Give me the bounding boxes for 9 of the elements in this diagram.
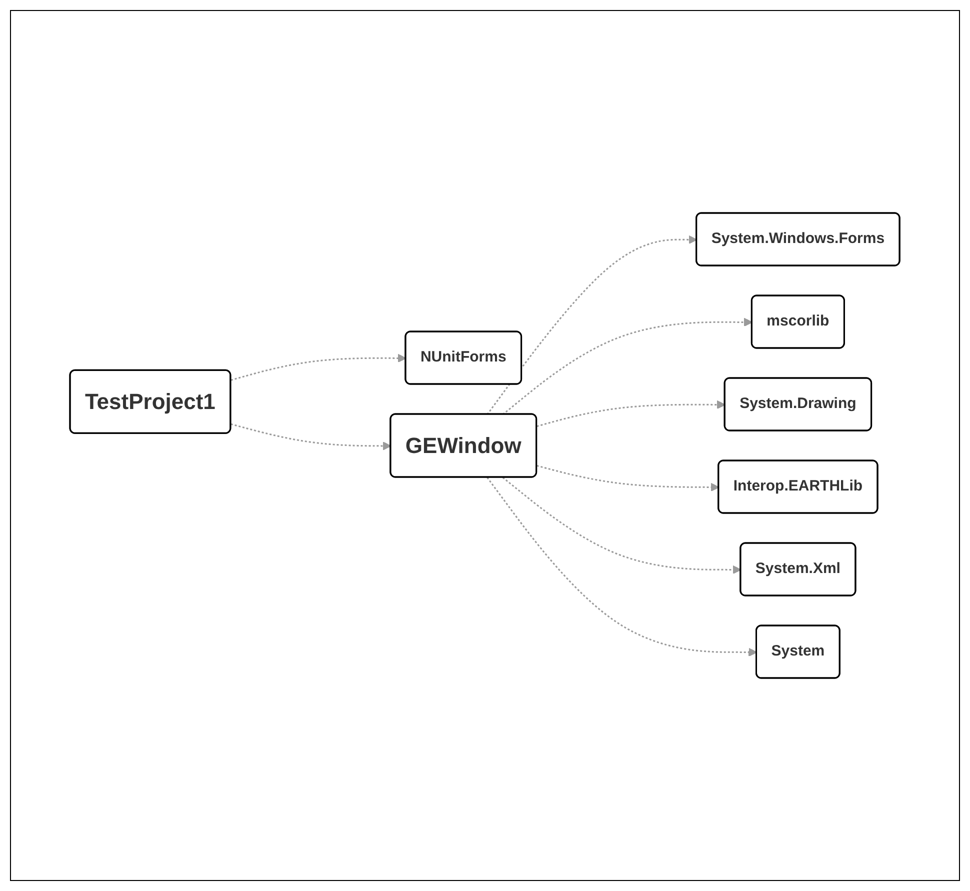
arrow bbox=[502, 476, 742, 574]
arrow bbox=[486, 477, 758, 657]
arrow bbox=[502, 318, 753, 416]
arrow bbox=[536, 464, 720, 492]
dependency-graph-drawing: System.Windows.Forms NUnitForms mscorlib TestProject1 System.Drawing GEWindow Interop.EARTHLib System.Xml System bbox=[62, 205, 908, 686]
arrow bbox=[486, 235, 698, 415]
arrow bbox=[230, 423, 392, 450]
arrow bbox=[230, 354, 407, 381]
arrow bbox=[536, 400, 726, 428]
